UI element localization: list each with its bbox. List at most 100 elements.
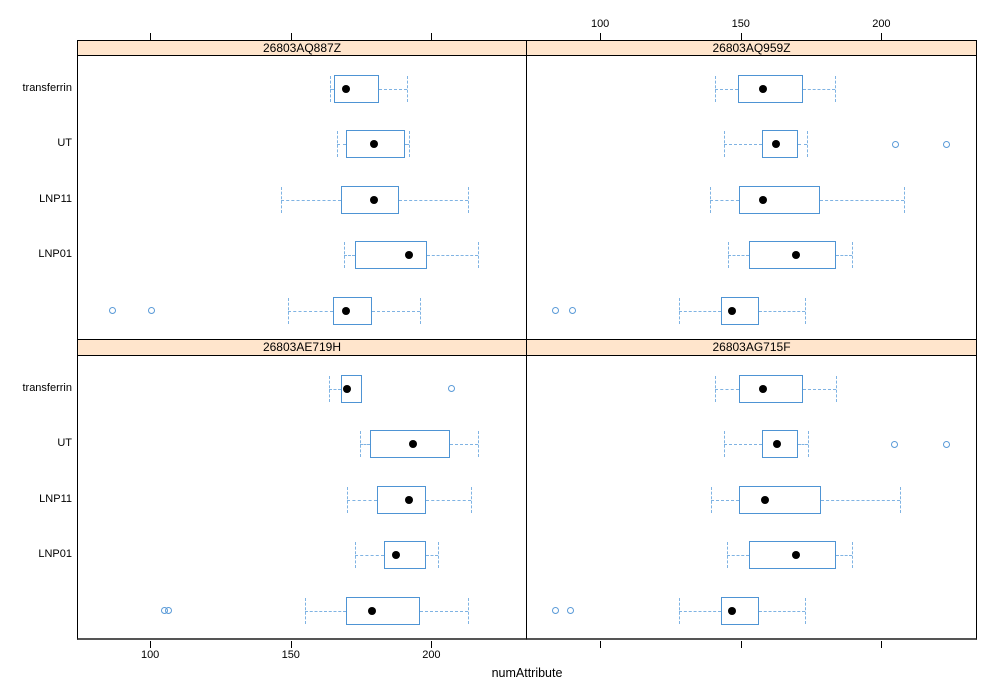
whisker-cap xyxy=(808,431,810,457)
panel-title: 26803AQ959Z xyxy=(712,41,791,55)
whisker-cap xyxy=(420,297,422,324)
whisker-cap xyxy=(709,186,711,213)
median-dot xyxy=(392,551,401,559)
whisker-cap xyxy=(834,75,836,102)
panel-strip: 26803AE719H xyxy=(77,339,527,356)
median-dot xyxy=(341,84,350,93)
whisker-line xyxy=(711,499,740,501)
whisker-line xyxy=(726,555,750,556)
y-axis-label: LNP11 xyxy=(39,492,72,505)
top-axis-tick xyxy=(150,33,152,40)
whisker-cap xyxy=(344,242,346,268)
whisker-cap xyxy=(467,597,469,624)
median-dot xyxy=(759,195,768,204)
whisker-cap xyxy=(805,597,807,624)
bottom-axis-tick xyxy=(600,641,602,648)
whisker-cap xyxy=(328,375,330,402)
whisker-line xyxy=(723,144,762,145)
whisker-line xyxy=(798,144,807,145)
whisker-cap xyxy=(711,486,713,513)
whisker-cap xyxy=(477,431,479,457)
whisker-cap xyxy=(723,131,725,157)
whisker-cap xyxy=(407,75,409,102)
whisker-line xyxy=(280,199,342,201)
whisker-line xyxy=(759,610,806,612)
panel-area xyxy=(77,356,527,640)
outlier-point xyxy=(942,440,950,448)
whisker-line xyxy=(328,388,342,390)
whisker-line xyxy=(709,199,740,201)
y-axis-label: UT xyxy=(57,137,72,149)
outlier-point xyxy=(551,607,559,614)
median-dot xyxy=(728,306,737,315)
median-dot xyxy=(760,495,769,504)
box xyxy=(383,541,426,569)
box xyxy=(355,241,428,269)
median-dot xyxy=(773,440,782,448)
y-axis-label: LNP01 xyxy=(38,248,72,260)
outlier-point xyxy=(447,385,455,392)
whisker-line xyxy=(802,88,835,90)
median-dot xyxy=(759,384,768,393)
whisker-line xyxy=(798,444,809,445)
median-dot xyxy=(771,140,780,148)
whisker-cap xyxy=(726,542,728,568)
whisker-line xyxy=(304,610,346,612)
y-axis-label: transferrin xyxy=(22,81,72,94)
whisker-cap xyxy=(806,131,808,157)
whisker-cap xyxy=(470,486,472,513)
whisker-line xyxy=(427,255,478,256)
whisker-line xyxy=(425,499,471,501)
panel-strip: 26803AG715F xyxy=(527,339,977,356)
panel-area xyxy=(77,56,527,339)
outlier-point xyxy=(890,440,898,448)
whisker-line xyxy=(404,144,409,145)
outlier-point xyxy=(108,307,116,314)
whisker-line xyxy=(344,255,356,256)
whisker-cap xyxy=(728,242,730,268)
whisker-line xyxy=(819,199,904,201)
whisker-line xyxy=(802,388,837,390)
median-dot xyxy=(404,251,413,259)
whisker-cap xyxy=(836,375,838,402)
whisker-cap xyxy=(304,597,306,624)
y-axis-label: LNP11 xyxy=(39,192,72,205)
whisker-line xyxy=(836,255,852,256)
top-axis-tick xyxy=(431,33,433,40)
whisker-cap xyxy=(330,75,332,102)
whisker-line xyxy=(836,555,852,556)
whisker-line xyxy=(678,310,722,312)
whisker-line xyxy=(723,444,762,445)
whisker-line xyxy=(449,444,478,445)
whisker-line xyxy=(399,199,468,201)
box xyxy=(341,374,363,403)
whisker-line xyxy=(287,310,333,312)
whisker-line xyxy=(759,310,806,312)
whisker-line xyxy=(379,88,408,90)
whisker-cap xyxy=(280,186,282,213)
y-axis-label: transferrin xyxy=(22,381,72,394)
y-axis-label: UT xyxy=(57,437,72,449)
top-axis-label: 150 xyxy=(731,18,750,30)
whisker-line xyxy=(678,610,722,612)
x-axis-title: numAttribute xyxy=(491,666,563,680)
box xyxy=(737,74,803,103)
box xyxy=(739,374,803,403)
box xyxy=(721,296,760,325)
whisker-cap xyxy=(805,297,807,324)
box xyxy=(332,296,373,325)
median-dot xyxy=(791,551,800,559)
box xyxy=(761,130,799,158)
outlier-point xyxy=(891,140,899,148)
box xyxy=(721,596,760,625)
whisker-line xyxy=(420,610,468,612)
panel-title: 26803AQ887Z xyxy=(262,41,342,55)
whisker-cap xyxy=(851,542,853,568)
median-dot xyxy=(369,140,378,148)
outlier-point xyxy=(567,607,575,614)
whisker-cap xyxy=(899,486,901,513)
top-axis-tick xyxy=(740,33,742,40)
panel-title: 26803AG715F xyxy=(712,340,791,354)
whisker-line xyxy=(359,444,370,445)
